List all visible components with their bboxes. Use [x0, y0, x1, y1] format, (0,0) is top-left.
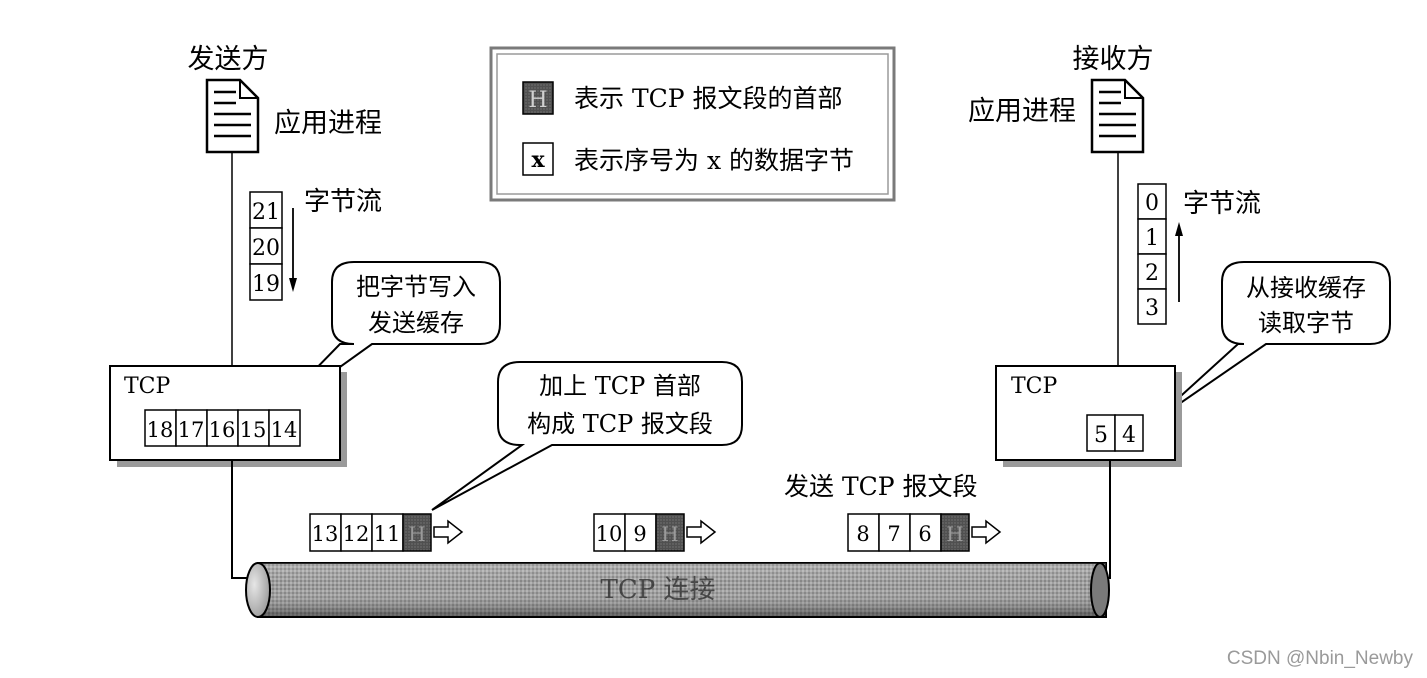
legend-header-glyph: H: [528, 88, 547, 113]
byte-label: 11: [374, 522, 401, 546]
watermark: CSDN @Nbin_Newby: [1226, 648, 1413, 669]
sender: 发送方 应用进程 21 20 19 字节流 把字节写入 发送缓存: [109, 44, 501, 579]
segment-header-label: H: [408, 522, 425, 546]
segment-3: 8 7 6 H: [847, 513, 1002, 552]
byte-label: 0: [1145, 191, 1159, 216]
right-arrow-icon: [433, 519, 464, 545]
legend-inner-frame: [496, 53, 889, 195]
byte-label: 13: [312, 522, 339, 546]
tcp-connection-pipe: TCP 连接: [245, 562, 1110, 618]
byte-box: [268, 409, 301, 447]
byte-label: 14: [271, 418, 298, 442]
byte-box: [1137, 218, 1167, 255]
legend-byte-swatch: [522, 142, 554, 176]
sender-app-process: 应用进程: [274, 108, 382, 139]
legend-frame: [489, 46, 896, 202]
byte-box: [1086, 414, 1116, 452]
pipe-label: TCP 连接: [601, 575, 716, 605]
byte-label: 18: [147, 418, 174, 442]
receiver-stream-label: 字节流: [1183, 189, 1261, 219]
right-arrow-icon: [686, 519, 717, 545]
callout-add-header-line1: 加上 TCP 首部: [539, 372, 701, 400]
byte-box: [249, 263, 283, 301]
receiver-tcp-box: TCP 5 4: [995, 365, 1182, 467]
legend-byte-glyph: x: [531, 147, 545, 173]
segment-2: 10 9 H: [593, 513, 717, 552]
legend-header-swatch: [522, 81, 554, 115]
byte-label: 15: [240, 418, 267, 442]
byte-label: 16: [209, 418, 236, 442]
segments-label: 发送 TCP 报文段: [784, 472, 978, 501]
byte-label: 4: [1122, 423, 1136, 448]
legend: H 表示 TCP 报文段的首部 x 表示序号为 x 的数据字节: [489, 46, 896, 202]
byte-label: 6: [918, 522, 931, 546]
right-arrow-icon: [971, 519, 1002, 545]
up-arrow-head-icon: [1175, 222, 1183, 236]
receiver-pipe-link: [1096, 460, 1111, 579]
byte-box: [1137, 253, 1167, 290]
pipe-end-right: [1090, 562, 1110, 618]
sender-stream: 21 20 19 字节流: [249, 187, 382, 301]
byte-label: 5: [1094, 423, 1108, 448]
segment-1: 13 12 11 H: [309, 513, 464, 552]
byte-label: 21: [252, 200, 280, 225]
byte-label: 9: [633, 522, 646, 546]
sender-tcp-box: TCP 18 17 16 15 14: [109, 365, 347, 467]
byte-box: [878, 513, 911, 552]
segment-header-label: H: [946, 522, 963, 546]
sender-write-callout: 把字节写入 发送缓存: [265, 261, 501, 421]
receiver-document-icon: [1090, 78, 1145, 154]
sender-tcp-label: TCP: [124, 374, 171, 399]
byte-box: [624, 513, 657, 552]
receiver-stream: 0 1 2 3 字节流: [1137, 183, 1261, 325]
segment-header-box: [402, 513, 432, 552]
segment-header-box: [940, 513, 970, 552]
receiver: 接收方 应用进程 0 1 2 3 字节流 从接收缓存: [968, 44, 1391, 579]
callout-add-header-line2: 构成 TCP 报文段: [527, 410, 713, 438]
byte-label: 10: [596, 522, 623, 546]
receiver-title: 接收方: [1073, 44, 1154, 75]
byte-label: 8: [856, 522, 869, 546]
byte-label: 19: [252, 272, 280, 297]
sender-document-icon: [205, 78, 260, 154]
legend-byte-text: 表示序号为 x 的数据字节: [574, 146, 854, 175]
sender-stream-label: 字节流: [304, 187, 382, 217]
byte-label: 20: [252, 236, 280, 261]
sender-title: 发送方: [188, 44, 269, 75]
legend-header-text: 表示 TCP 报文段的首部: [574, 84, 843, 113]
byte-label: 2: [1145, 261, 1159, 286]
byte-box: [1137, 288, 1167, 325]
pipe-end-left: [245, 562, 271, 618]
sender-pipe-link: [231, 460, 258, 579]
byte-box: [249, 227, 283, 265]
down-arrow-head-icon: [289, 278, 297, 292]
receiver-app-process: 应用进程: [968, 96, 1076, 127]
byte-label: 3: [1145, 296, 1159, 321]
byte-label: 12: [343, 522, 370, 546]
callout-read-line1: 从接收缓存: [1246, 274, 1366, 302]
segment-header-box: [655, 513, 685, 552]
tcp-box-frame: [995, 365, 1176, 461]
segment-header-label: H: [661, 522, 678, 546]
byte-box: [371, 513, 404, 552]
byte-box: [309, 513, 342, 552]
byte-box: [175, 409, 208, 447]
byte-box: [1114, 414, 1144, 452]
byte-label: 7: [887, 522, 900, 546]
receiver-tcp-label: TCP: [1011, 374, 1058, 399]
byte-label: 1: [1145, 226, 1159, 251]
byte-box: [144, 409, 177, 447]
byte-label: 17: [178, 418, 205, 442]
callout-read-line2: 读取字节: [1258, 309, 1354, 337]
receiver-read-callout: 从接收缓存 读取字节: [1149, 261, 1391, 425]
callout-write-line2: 发送缓存: [368, 309, 464, 337]
add-header-callout: 加上 TCP 首部 构成 TCP 报文段: [431, 361, 743, 511]
callout-write-line1: 把字节写入: [356, 273, 476, 301]
pipe-shading: [258, 563, 1106, 617]
